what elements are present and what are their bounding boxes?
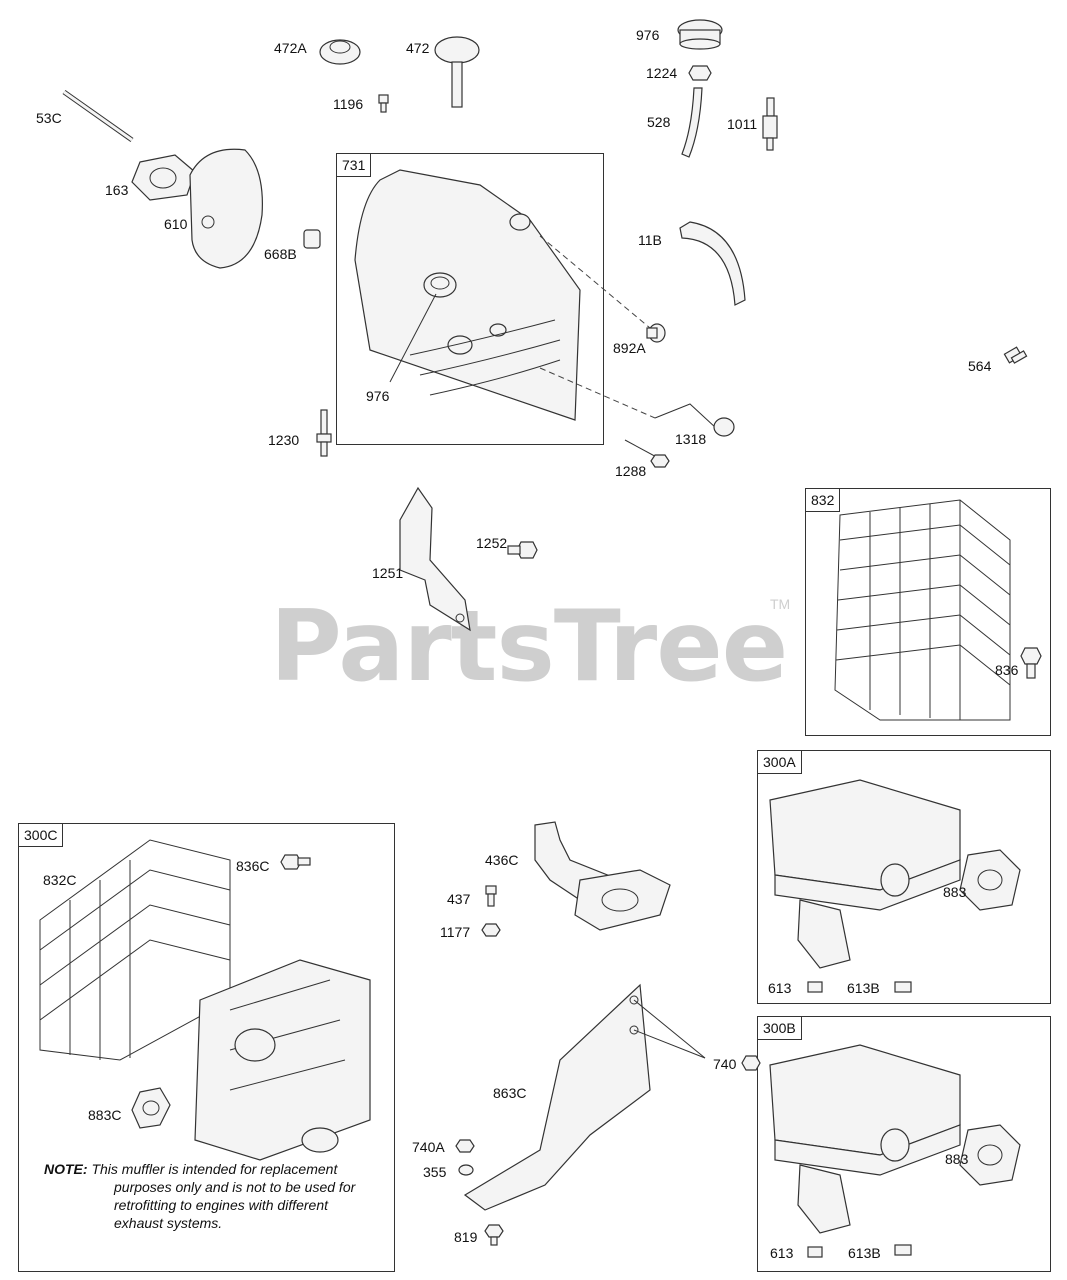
stud-1230-drawing: [316, 409, 332, 457]
cage-832-drawing: [834, 499, 1011, 721]
frame-300B-label: 300B: [758, 1017, 802, 1040]
label-11B: 11B: [638, 232, 662, 248]
frame-832-label: 832: [806, 489, 841, 512]
label-1230: 1230: [268, 432, 300, 448]
label-1318: 1318: [675, 431, 707, 447]
trademark-mark: TM: [770, 596, 791, 612]
screw-1196-drawing: [378, 94, 389, 113]
washer-355-drawing: [458, 1164, 474, 1176]
label-883C: 883C: [88, 1107, 122, 1123]
label-355: 355: [423, 1164, 447, 1180]
elbow-436C-drawing: [534, 821, 671, 931]
label-472: 472: [406, 40, 430, 56]
leader-1318: [539, 367, 656, 419]
label-832C: 832C: [43, 872, 77, 888]
watermark: PartsTree: [270, 590, 788, 704]
label-1288: 1288: [615, 463, 647, 479]
gasket-163-drawing: [131, 154, 196, 201]
muffler-300C-drawing: [194, 959, 371, 1161]
label-436C: 436C: [485, 852, 519, 868]
muffler-300B-drawing: [769, 1044, 1021, 1234]
nut-1224-drawing: [688, 65, 712, 81]
label-892A: 892A: [613, 340, 646, 356]
label-1177: 1177: [440, 924, 471, 940]
label-976-tank: 976: [366, 388, 390, 404]
rod-53C-drawing: [62, 89, 134, 143]
replacement-note: NOTE: This muffler is intended for repla…: [44, 1160, 374, 1232]
bracket-863C-drawing: [463, 983, 706, 1211]
label-613B-300B: 613B: [848, 1245, 881, 1261]
label-668B: 668B: [264, 246, 297, 262]
label-163: 163: [105, 182, 129, 198]
frame-832: 832: [805, 488, 1051, 736]
label-819: 819: [454, 1229, 478, 1245]
grommet-892A-drawing: [646, 323, 666, 343]
bolt-613B-300B-drawing: [894, 1244, 912, 1256]
label-613-300B: 613: [770, 1245, 794, 1261]
shield-610-drawing: [189, 148, 263, 269]
label-613-300A: 613: [768, 980, 792, 996]
frame-300C-label: 300C: [19, 824, 64, 847]
label-740: 740: [713, 1056, 737, 1072]
bolt-613-300B-drawing: [807, 1246, 823, 1258]
screw-564-drawing: [1003, 346, 1028, 364]
label-976-top: 976: [636, 27, 660, 43]
label-437: 437: [447, 891, 471, 907]
fitting-1011-drawing: [762, 97, 778, 151]
label-528: 528: [647, 114, 671, 130]
label-883-300B: 883: [945, 1151, 969, 1167]
screw-437-drawing: [485, 885, 497, 907]
gasket-883C-drawing: [131, 1087, 171, 1129]
vent-cap-976-drawing: [677, 19, 723, 50]
label-836: 836: [995, 662, 1019, 678]
label-863C: 863C: [493, 1085, 527, 1101]
fuel-tank-731-drawing: [354, 169, 581, 421]
clip-1318-drawing: [713, 417, 735, 437]
label-613B-300A: 613B: [847, 980, 880, 996]
frame-731: 731: [336, 153, 604, 445]
label-1251: 1251: [372, 565, 404, 581]
nut-740-drawing: [741, 1055, 761, 1071]
label-1196: 1196: [333, 96, 364, 112]
frame-300A: 300A: [757, 750, 1051, 1004]
label-1011: 1011: [727, 116, 758, 132]
spacer-668B-drawing: [303, 229, 321, 249]
bolt-1252-drawing: [507, 541, 538, 559]
label-836C: 836C: [236, 858, 270, 874]
label-740A: 740A: [412, 1139, 445, 1155]
frame-300B: 300B: [757, 1016, 1051, 1272]
frame-300C: 300C: [18, 823, 395, 1272]
nut-1177-drawing: [481, 923, 501, 937]
bolt-836C-drawing: [280, 854, 311, 870]
screw-819-drawing: [484, 1224, 504, 1246]
hose-528-drawing: [681, 87, 703, 158]
fuel-cap-472-drawing: [434, 36, 480, 108]
label-564: 564: [968, 358, 992, 374]
label-610: 610: [164, 216, 188, 232]
label-1252: 1252: [476, 535, 508, 551]
label-53C: 53C: [36, 110, 62, 126]
nut-740A-drawing: [455, 1139, 475, 1153]
note-label: NOTE:: [44, 1161, 88, 1177]
leader-892A: [539, 235, 651, 329]
label-472A: 472A: [274, 40, 307, 56]
elbow-hose-11B-drawing: [679, 221, 746, 306]
frame-300A-label: 300A: [758, 751, 802, 774]
bolt-613-300A-drawing: [807, 981, 823, 993]
nut-1288-drawing: [650, 454, 670, 468]
bolt-836-drawing: [1020, 647, 1042, 679]
label-1224: 1224: [646, 65, 678, 81]
fuel-cap-472A-drawing: [319, 39, 361, 65]
muffler-300A-drawing: [769, 779, 1021, 969]
bracket-1251-drawing: [399, 486, 471, 632]
frame-731-label: 731: [337, 154, 372, 177]
bolt-613B-300A-drawing: [894, 981, 912, 993]
note-line-1: This muffler is intended for replacement: [91, 1161, 338, 1177]
label-883-300A: 883: [943, 884, 967, 900]
note-rest: purposes only and is not to be used for …: [114, 1179, 356, 1231]
